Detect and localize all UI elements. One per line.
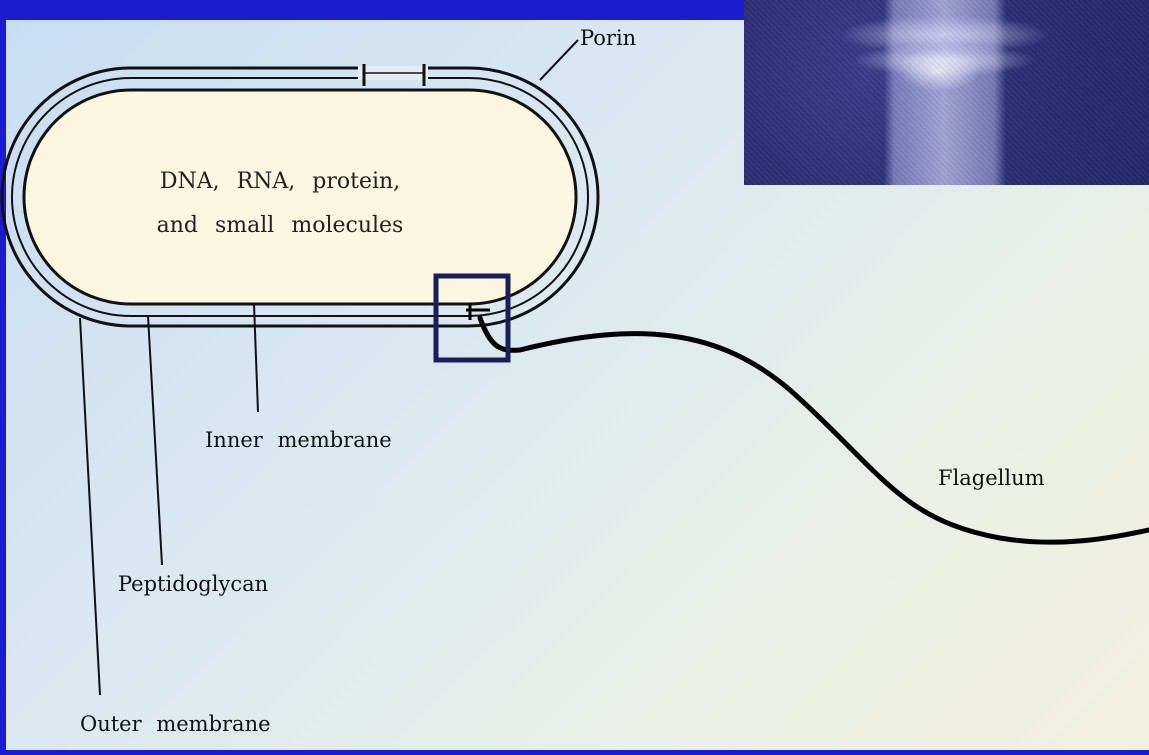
peptidoglycan-label: Peptidoglycan <box>118 572 268 596</box>
porin-label: Porin <box>580 26 636 50</box>
porin-leader-line <box>540 40 578 80</box>
cell-contents-line-1: DNA, RNA, protein, <box>100 160 460 204</box>
cell-contents-text: DNA, RNA, protein, and small molecules <box>100 160 460 248</box>
porin-channel <box>358 64 428 86</box>
inner-membrane-leader-line <box>254 304 258 412</box>
cell-contents-line-2: and small molecules <box>100 204 460 248</box>
flagellar-motor-micrograph <box>744 0 1149 185</box>
outer-membrane-leader-line <box>80 318 100 695</box>
flagellum <box>480 318 1149 542</box>
outer-membrane-label: Outer membrane <box>80 712 271 736</box>
inner-membrane-label: Inner membrane <box>205 428 392 452</box>
flagellum-label: Flagellum <box>938 466 1045 490</box>
peptidoglycan-leader-line <box>148 316 162 565</box>
